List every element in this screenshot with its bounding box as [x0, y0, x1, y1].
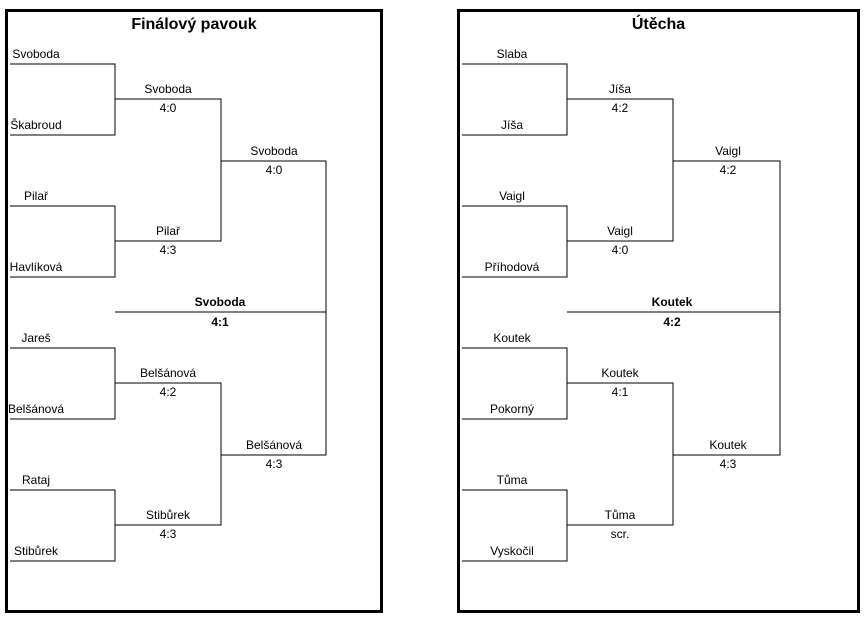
- round2-winner: Svoboda: [144, 82, 192, 96]
- round3-score: 4:0: [265, 163, 283, 177]
- final-score: 4:1: [211, 315, 229, 329]
- round2-winner: Jíša: [608, 82, 632, 96]
- round1-player: Havlíková: [9, 260, 63, 274]
- bracket-lines: [462, 63, 781, 562]
- round1-player: Škabroud: [10, 118, 62, 132]
- bracket-lines: [10, 63, 327, 562]
- round1-player: Vyskočil: [490, 544, 534, 558]
- round3-winner: Koutek: [709, 438, 747, 452]
- round3-score: 4:3: [719, 457, 737, 471]
- final-score: 4:2: [663, 315, 681, 329]
- round2-winner: Koutek: [601, 366, 639, 380]
- bracket-panel-consolation: Útěcha Slaba Jíša Vaigl Příhodová Koutek…: [457, 9, 860, 613]
- round1-player: Jíša: [500, 118, 524, 132]
- round2-score: 4:1: [611, 385, 629, 399]
- final-winner: Koutek: [651, 295, 693, 309]
- round3-winner: Belšánová: [245, 438, 303, 452]
- round2-score: 4:0: [611, 243, 629, 257]
- round1-player: Vaigl: [499, 189, 525, 203]
- bracket-panel-final: Finálový pavouk Svoboda Škabroud Pilař H…: [5, 9, 383, 613]
- round1-player: Pilař: [23, 189, 49, 203]
- final-winner: Svoboda: [194, 295, 246, 309]
- round2-winner: Belšánová: [139, 366, 197, 380]
- round1-player: Belšánová: [7, 402, 65, 416]
- round3-score: 4:3: [265, 457, 283, 471]
- round1-player: Pokorný: [489, 402, 535, 416]
- round2-winner: Vaigl: [607, 224, 633, 238]
- round2-score: 4:2: [159, 385, 177, 399]
- round1-player: Tůma: [496, 473, 528, 487]
- round2-score: 4:2: [611, 101, 629, 115]
- bracket-title: Útěcha: [631, 16, 686, 33]
- round1-player: Svoboda: [12, 47, 60, 61]
- round1-player: Koutek: [493, 331, 531, 345]
- round2-winner: Stibůrek: [145, 508, 191, 522]
- round3-winner: Svoboda: [250, 144, 298, 158]
- round1-player: Jareš: [21, 331, 51, 345]
- round2-winner: Tůma: [604, 508, 636, 522]
- round2-score: 4:0: [159, 101, 177, 115]
- round1-player: Rataj: [21, 473, 51, 487]
- round1-player: Stibůrek: [13, 544, 59, 558]
- round3-winner: Vaigl: [715, 144, 741, 158]
- round2-winner: Pilař: [155, 224, 181, 238]
- round2-score: 4:3: [159, 527, 177, 541]
- round3-score: 4:2: [719, 163, 737, 177]
- bracket-title: Finálový pavouk: [131, 16, 257, 33]
- round2-score: scr.: [610, 527, 630, 541]
- round1-player: Slaba: [496, 47, 528, 61]
- round1-player: Příhodová: [484, 260, 540, 274]
- round2-score: 4:3: [159, 243, 177, 257]
